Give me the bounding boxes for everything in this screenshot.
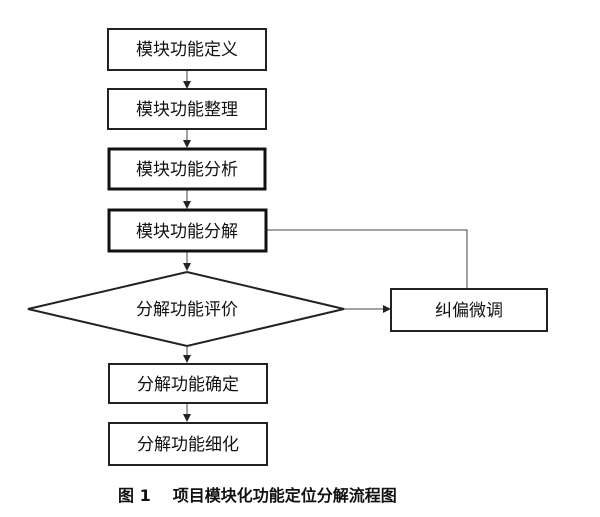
node-evaluate: 分解功能评价 [27, 270, 345, 348]
figure-caption: 图 1 项目模块化功能定位分解流程图 [118, 482, 397, 506]
node-confirm: 分解功能确定 [108, 363, 268, 404]
node-refine-label: 分解功能细化 [137, 435, 239, 455]
node-confirm-label: 分解功能确定 [137, 375, 239, 395]
node-organize: 模块功能整理 [107, 88, 267, 130]
node-organize-label: 模块功能整理 [136, 100, 238, 120]
node-define: 模块功能定义 [107, 28, 267, 71]
node-evaluate-label: 分解功能评价 [136, 300, 238, 320]
node-refine: 分解功能细化 [108, 422, 268, 466]
node-define-label: 模块功能定义 [136, 40, 238, 60]
figure-title: 项目模块化功能定位分解流程图 [172, 486, 397, 505]
node-correct: 纠偏微调 [390, 288, 548, 332]
node-correct-label: 纠偏微调 [435, 301, 503, 321]
figure-number: 图 1 [118, 486, 151, 505]
node-analyze: 模块功能分析 [107, 147, 267, 191]
connectors [183, 70, 468, 422]
node-analyze-label: 模块功能分析 [136, 160, 238, 180]
node-decompose-label: 模块功能分解 [136, 222, 238, 242]
line-correct-to-decompose [266, 229, 468, 289]
node-decompose: 模块功能分解 [107, 208, 268, 253]
